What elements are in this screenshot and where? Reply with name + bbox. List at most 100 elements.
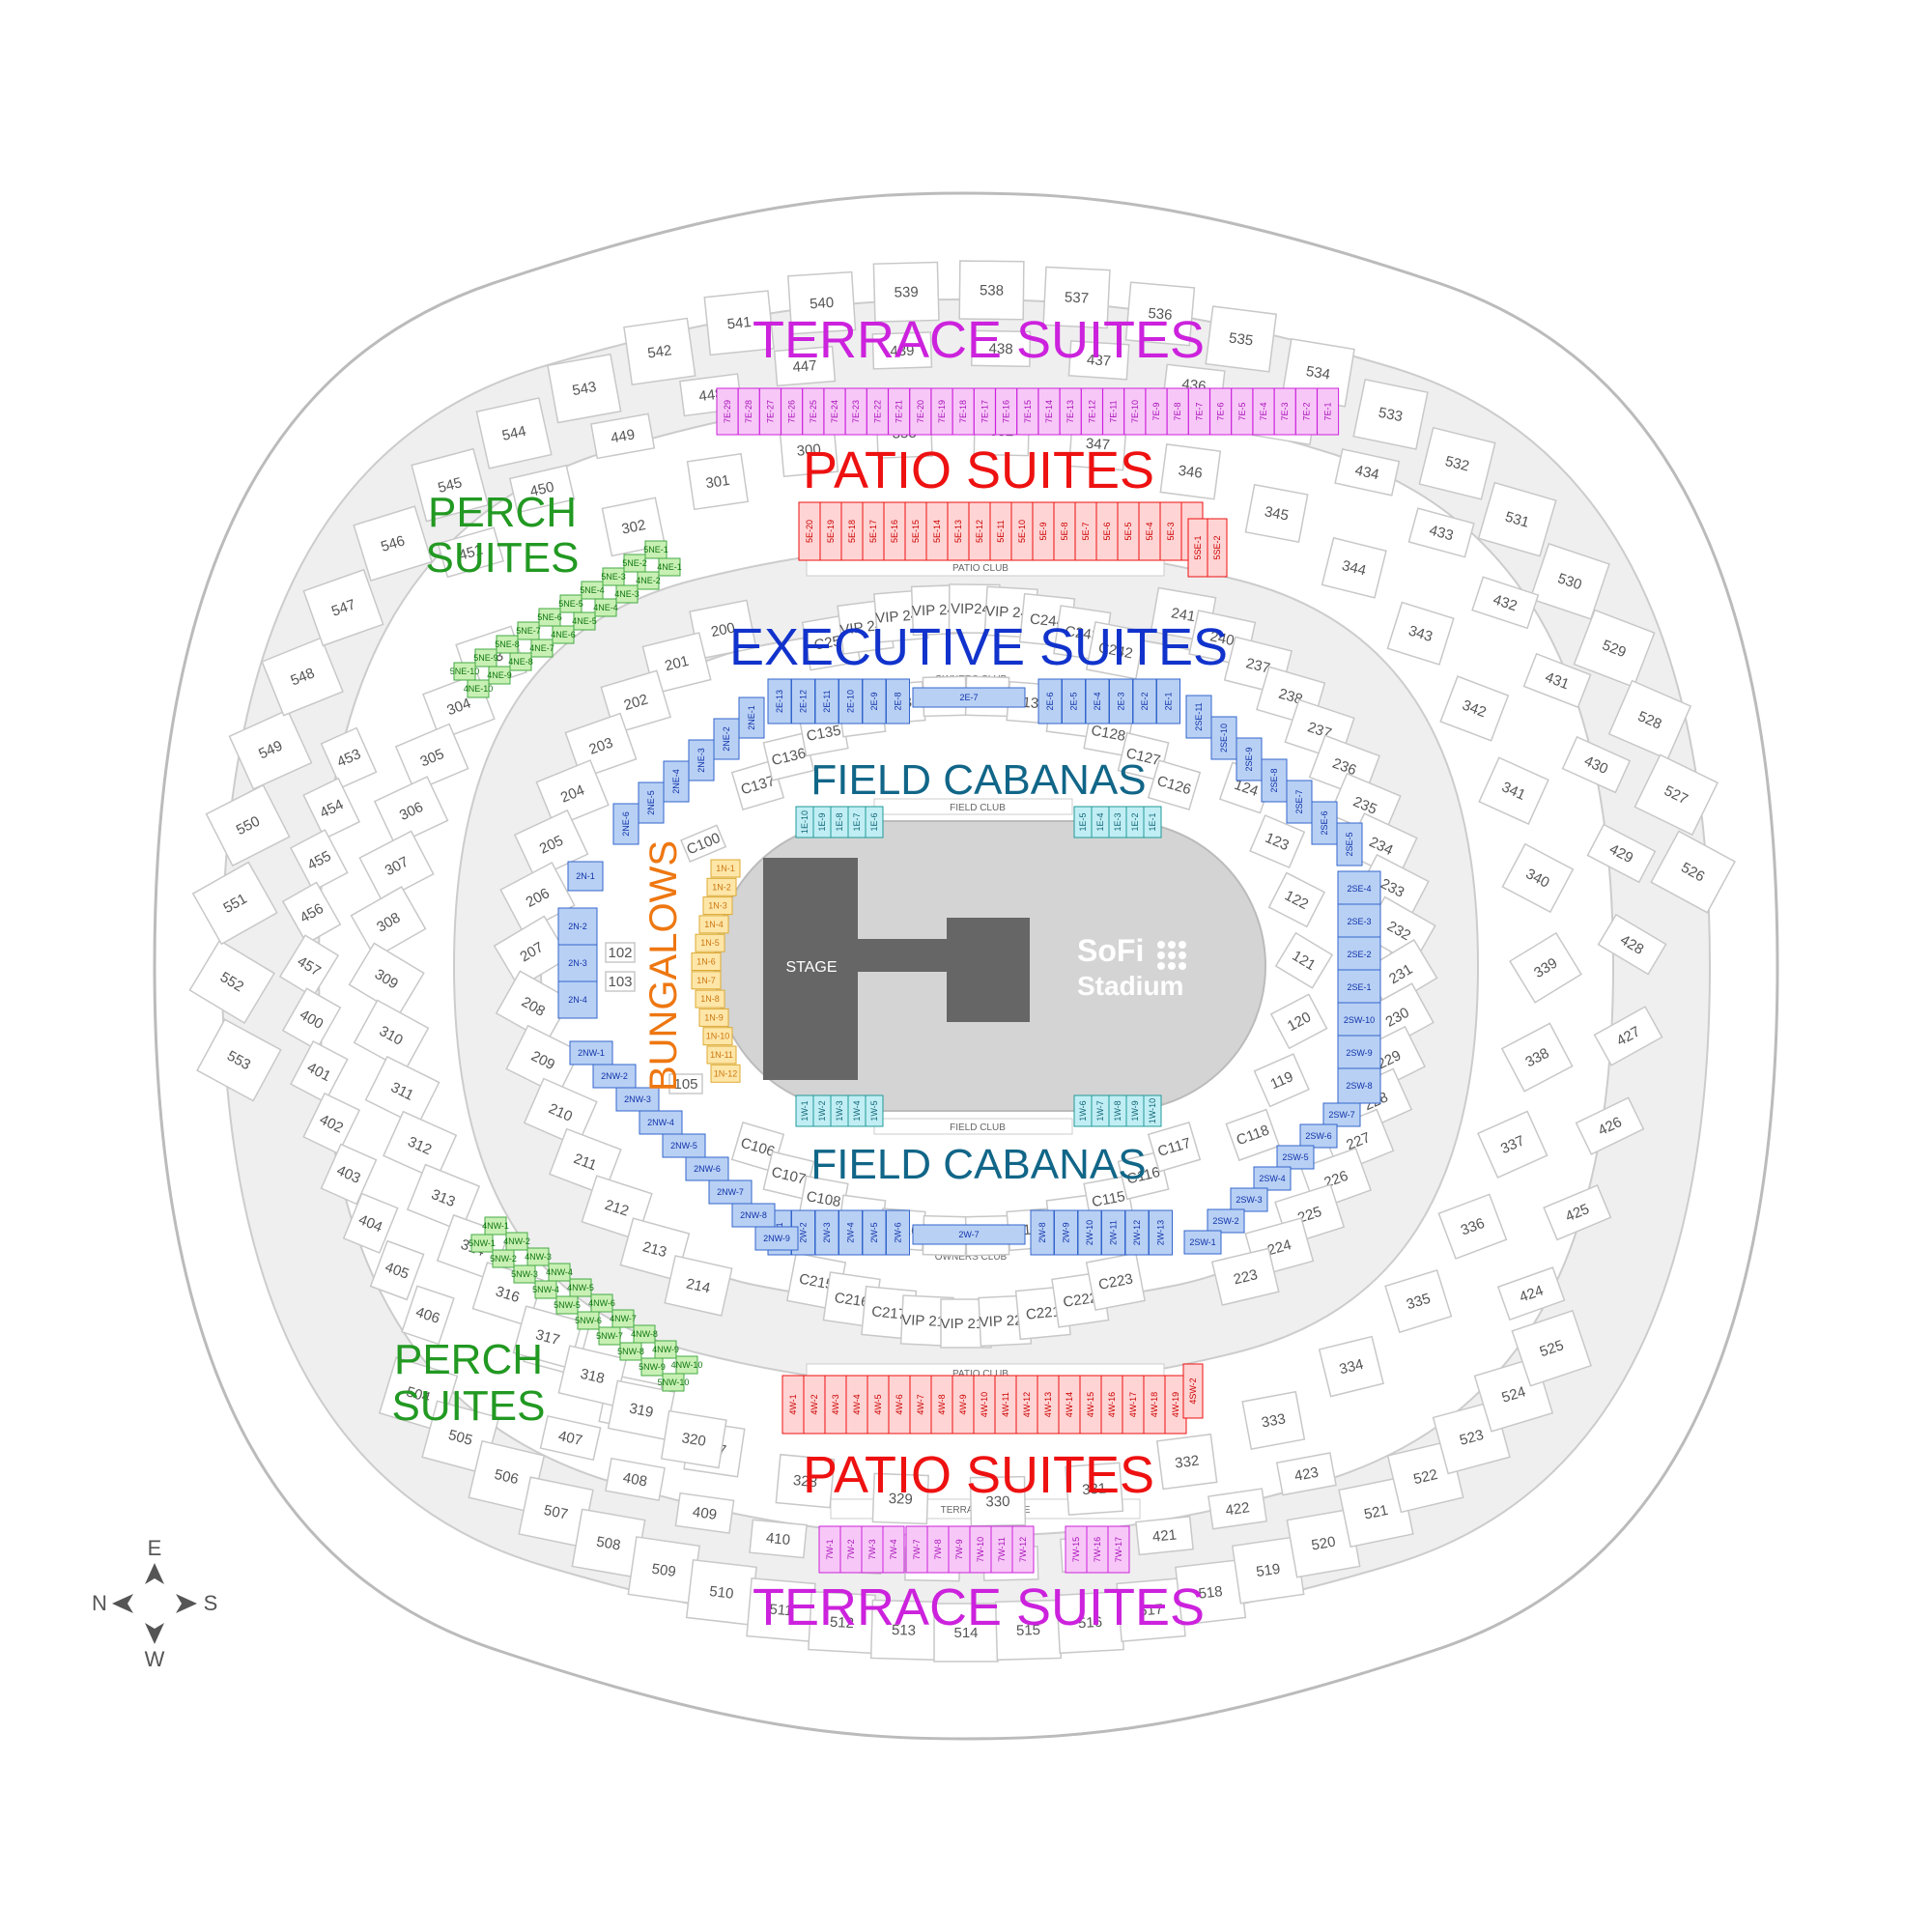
suite-1n-6[interactable]: 1N-6 xyxy=(691,952,722,971)
suite-5e-12[interactable]: 5E-12 xyxy=(968,501,991,561)
suite-7e-28[interactable]: 7E-28 xyxy=(737,387,760,436)
section-528[interactable]: 528 xyxy=(1607,679,1692,760)
suite-5e-20[interactable]: 5E-20 xyxy=(798,501,821,561)
suite-7e-10[interactable]: 7E-10 xyxy=(1123,387,1147,436)
suite-7w-10[interactable]: 7W-10 xyxy=(969,1525,992,1574)
suite-2e-10[interactable]: 2E-10 xyxy=(838,678,863,724)
section-509[interactable]: 509 xyxy=(627,1536,701,1605)
suite-5e-3[interactable]: 5E-3 xyxy=(1159,501,1182,561)
section-551[interactable]: 551 xyxy=(191,861,278,946)
suite-5ne-9[interactable]: 5NE-9 xyxy=(473,648,498,668)
section-311[interactable]: 311 xyxy=(364,1055,440,1127)
section-345[interactable]: 345 xyxy=(1244,483,1309,544)
suite-2nw-8[interactable]: 2NW-8 xyxy=(731,1203,776,1228)
suite-4w-16[interactable]: 4W-16 xyxy=(1100,1375,1123,1435)
section-424[interactable]: 424 xyxy=(1496,1266,1566,1321)
suite-7w-3[interactable]: 7W-3 xyxy=(861,1525,884,1574)
suite-4nw-2[interactable]: 4NW-2 xyxy=(503,1232,530,1251)
suite-5ne-7[interactable]: 5NE-7 xyxy=(516,621,541,640)
suite-7e-27[interactable]: 7E-27 xyxy=(758,387,781,436)
suite-4ne-7[interactable]: 4NE-7 xyxy=(529,639,554,658)
suite-1w-5[interactable]: 1W-5 xyxy=(865,1094,884,1127)
section-335[interactable]: 335 xyxy=(1384,1268,1453,1334)
section-529[interactable]: 529 xyxy=(1573,609,1656,689)
suite-5nw-10[interactable]: 5NW-10 xyxy=(658,1373,690,1392)
suite-1w-3[interactable]: 1W-3 xyxy=(830,1094,849,1127)
suite-5ne-2[interactable]: 5NE-2 xyxy=(622,554,647,573)
section-400[interactable]: 400 xyxy=(281,987,342,1051)
section-210[interactable]: 210 xyxy=(523,1077,598,1148)
section-425[interactable]: 425 xyxy=(1543,1184,1612,1241)
suite-1w-1[interactable]: 1W-1 xyxy=(795,1094,814,1127)
suite-7e-24[interactable]: 7E-24 xyxy=(823,387,846,436)
suite-2nw-5[interactable]: 2NW-5 xyxy=(662,1133,706,1158)
section-548[interactable]: 548 xyxy=(261,637,344,717)
section-533[interactable]: 533 xyxy=(1352,379,1429,450)
suite-7w-1[interactable]: 7W-1 xyxy=(818,1525,841,1574)
suite-7e-4[interactable]: 7E-4 xyxy=(1252,387,1275,436)
section-330[interactable]: 330 xyxy=(969,1475,1027,1527)
suite-7e-8[interactable]: 7E-8 xyxy=(1166,387,1189,436)
section-455[interactable]: 455 xyxy=(289,829,349,893)
suite-1e-2[interactable]: 1E-2 xyxy=(1125,806,1145,838)
section-408[interactable]: 408 xyxy=(605,1457,666,1502)
suite-7e-22[interactable]: 7E-22 xyxy=(866,387,889,436)
suite-1e-3[interactable]: 1E-3 xyxy=(1108,806,1127,838)
suite-2sw-5[interactable]: 2SW-5 xyxy=(1276,1145,1315,1170)
suite-2e-13[interactable]: 2E-13 xyxy=(767,678,792,724)
suite-7e-11[interactable]: 7E-11 xyxy=(1102,387,1125,436)
suite-7e-25[interactable]: 7E-25 xyxy=(802,387,825,436)
suite-5nw-6[interactable]: 5NW-6 xyxy=(575,1311,602,1330)
section-341[interactable]: 341 xyxy=(1478,756,1549,825)
section-410[interactable]: 410 xyxy=(749,1519,808,1559)
suite-7w-12[interactable]: 7W-12 xyxy=(1011,1525,1035,1574)
section-214[interactable]: 214 xyxy=(664,1255,733,1317)
section-430[interactable]: 430 xyxy=(1561,735,1632,794)
suite-2w-11[interactable]: 2W-11 xyxy=(1101,1209,1125,1256)
suite-4ne-6[interactable]: 4NE-6 xyxy=(551,625,576,644)
section-513[interactable]: 513 xyxy=(869,1599,938,1662)
suite-4nw-5[interactable]: 4NW-5 xyxy=(567,1278,594,1297)
section-235[interactable]: 235 xyxy=(1328,772,1402,838)
suite-4w-3[interactable]: 4W-3 xyxy=(824,1375,847,1435)
section-432[interactable]: 432 xyxy=(1471,576,1540,630)
suite-1w-9[interactable]: 1W-9 xyxy=(1125,1094,1145,1127)
section-540[interactable]: 540 xyxy=(787,270,857,335)
section-317[interactable]: 317 xyxy=(512,1305,583,1370)
section-421[interactable]: 421 xyxy=(1135,1516,1194,1556)
suite-4ne-3[interactable]: 4NE-3 xyxy=(614,584,639,604)
suite-2e-3[interactable]: 2E-3 xyxy=(1109,678,1133,724)
suite-1e-10[interactable]: 1E-10 xyxy=(795,806,814,838)
section-c126[interactable]: C126 xyxy=(1147,759,1202,810)
suite-1w-4[interactable]: 1W-4 xyxy=(847,1094,867,1127)
section-203[interactable]: 203 xyxy=(564,712,638,780)
section-102[interactable]: 102 xyxy=(605,942,636,963)
section-550[interactable]: 550 xyxy=(205,783,291,867)
suite-7e-23[interactable]: 7E-23 xyxy=(844,387,867,436)
section-337[interactable]: 337 xyxy=(1477,1110,1548,1179)
suite-5nw-1[interactable]: 5NW-1 xyxy=(469,1234,496,1253)
section-404[interactable]: 404 xyxy=(342,1192,399,1254)
suite-7w-11[interactable]: 7W-11 xyxy=(990,1525,1013,1574)
section-344[interactable]: 344 xyxy=(1321,536,1387,599)
suite-2se-11[interactable]: 2SE-11 xyxy=(1185,695,1212,739)
section-437[interactable]: 437 xyxy=(1067,340,1130,381)
suite-2nw-9[interactable]: 2NW-9 xyxy=(754,1226,799,1251)
section-543[interactable]: 543 xyxy=(547,353,622,424)
section-545[interactable]: 545 xyxy=(411,447,490,523)
section-301[interactable]: 301 xyxy=(686,452,750,511)
section-328[interactable]: 328 xyxy=(775,1453,836,1509)
section-539[interactable]: 539 xyxy=(872,261,940,323)
suite-2sw-7[interactable]: 2SW-7 xyxy=(1322,1102,1361,1127)
section-c242[interactable]: C242 xyxy=(1085,621,1147,680)
section-312[interactable]: 312 xyxy=(383,1110,458,1180)
section-525[interactable]: 525 xyxy=(1511,1309,1592,1387)
suite-2sw-10[interactable]: 2SW-10 xyxy=(1337,1002,1381,1038)
suite-2e-12[interactable]: 2E-12 xyxy=(791,678,815,724)
section-336[interactable]: 336 xyxy=(1437,1193,1508,1260)
section-c116[interactable]: C116 xyxy=(1117,1151,1170,1201)
section-456[interactable]: 456 xyxy=(281,881,342,945)
suite-5e-18[interactable]: 5E-18 xyxy=(840,501,864,561)
section-526[interactable]: 526 xyxy=(1650,830,1736,914)
suite-5nw-4[interactable]: 5NW-4 xyxy=(532,1280,559,1299)
